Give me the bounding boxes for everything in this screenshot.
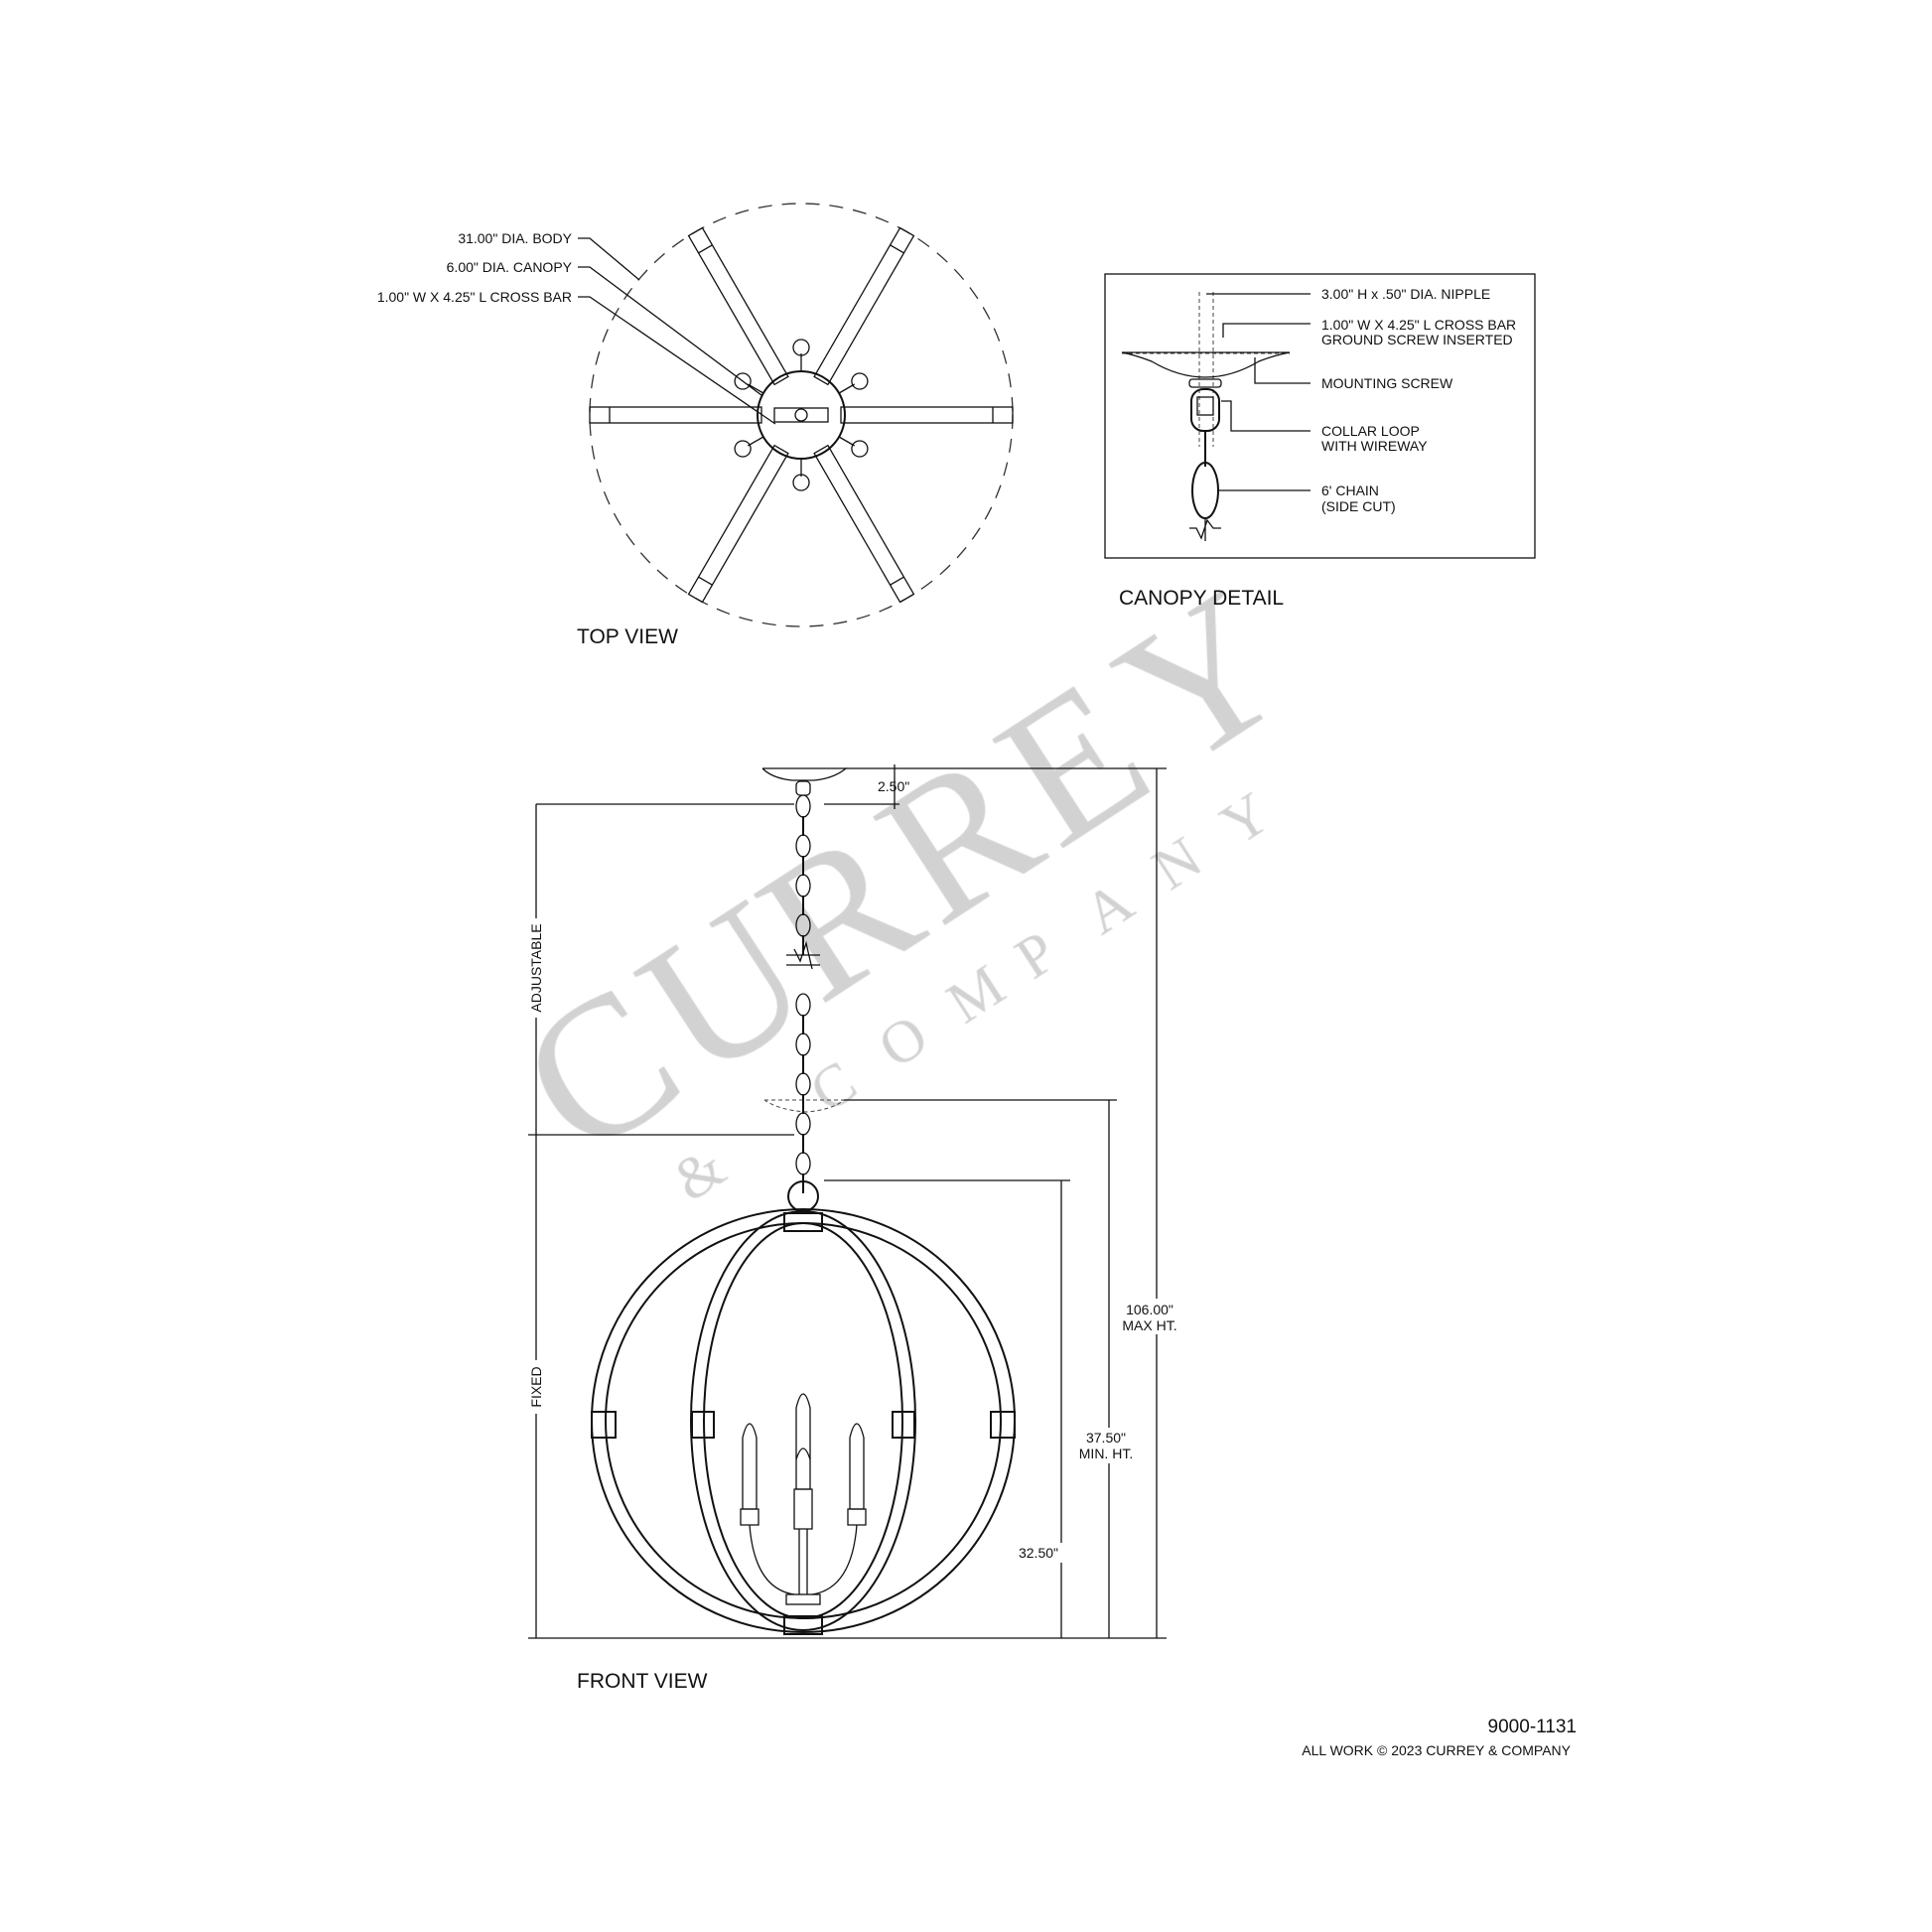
knob bbox=[851, 372, 869, 390]
dim-label-bg bbox=[1033, 1543, 1086, 1563]
canopy-detail: 3.00" H x .50" DIA. NIPPLE 1.00" W X 4.2… bbox=[1104, 273, 1536, 610]
body-outline bbox=[589, 203, 1014, 627]
knob bbox=[734, 440, 752, 458]
chain-link bbox=[795, 794, 811, 818]
min-height-ghost-canopy bbox=[763, 1099, 846, 1113]
copyright: ALL WORK © 2023 CURREY & COMPANY bbox=[1302, 1742, 1571, 1758]
outer-ring-inner-edge bbox=[605, 1222, 1002, 1619]
dim-body-height: 32.50" bbox=[1019, 1545, 1058, 1561]
dim-label-bg bbox=[1120, 1299, 1183, 1334]
arm bbox=[589, 406, 762, 424]
chain-link bbox=[795, 1033, 811, 1056]
dim-adjustable: ADJUSTABLE bbox=[528, 923, 544, 1012]
detail-leaders bbox=[1206, 293, 1311, 491]
chain-break-symbol bbox=[786, 940, 820, 970]
knob bbox=[792, 474, 810, 491]
label-collar-loop: COLLAR LOOP bbox=[1321, 423, 1420, 439]
dim-label-bg bbox=[526, 1360, 546, 1414]
label-side-cut: (SIDE CUT) bbox=[1321, 498, 1396, 514]
knob bbox=[734, 372, 752, 390]
label-cross-bar: 1.00" W X 4.25" L CROSS BAR bbox=[377, 289, 572, 305]
arm bbox=[813, 444, 915, 604]
arm bbox=[840, 406, 1014, 424]
dim-max-height-label: MAX HT. bbox=[1122, 1317, 1176, 1333]
inner-ring-inner-edge bbox=[703, 1222, 903, 1619]
chain-oval bbox=[1191, 462, 1219, 519]
leader-canopy bbox=[578, 266, 762, 396]
dim-min-height: 37.50" bbox=[1086, 1430, 1126, 1446]
collar-wireway bbox=[1196, 396, 1214, 416]
knob bbox=[851, 440, 869, 458]
chain-link bbox=[795, 1112, 811, 1136]
top-view-title: TOP VIEW bbox=[577, 625, 678, 648]
chain-link bbox=[795, 993, 811, 1017]
detail-labels: 3.00" H x .50" DIA. NIPPLE 1.00" W X 4.2… bbox=[1321, 286, 1516, 514]
label-body-dia: 31.00" DIA. BODY bbox=[458, 230, 572, 246]
label-nipple: 3.00" H x .50" DIA. NIPPLE bbox=[1321, 286, 1490, 302]
chain-link bbox=[795, 1152, 811, 1175]
socket-knobs bbox=[734, 339, 869, 491]
canopy-circle bbox=[757, 370, 846, 460]
chain-link bbox=[795, 913, 811, 937]
chain bbox=[795, 794, 811, 1193]
chain-link bbox=[795, 1072, 811, 1096]
canopy-nut bbox=[1188, 378, 1222, 388]
dim-fixed: FIXED bbox=[528, 1366, 544, 1407]
outer-ring bbox=[591, 1208, 1016, 1633]
leader-body bbox=[578, 237, 640, 281]
collar-loop bbox=[1190, 388, 1220, 432]
cross-bar bbox=[773, 407, 829, 423]
dim-label-bg bbox=[1074, 1428, 1138, 1463]
front-view-title: FRONT VIEW bbox=[577, 1670, 708, 1693]
canopy-detail-title: CANOPY DETAIL bbox=[1119, 587, 1284, 610]
leader-cross-bar bbox=[578, 296, 776, 425]
collars bbox=[591, 1212, 1016, 1635]
dim-canopy-height: 2.50" bbox=[878, 778, 909, 794]
center-nipple bbox=[794, 408, 808, 422]
collar bbox=[795, 780, 811, 796]
chain-link bbox=[795, 874, 811, 897]
dim-min-height-label: MIN. HT. bbox=[1079, 1446, 1133, 1461]
canopy-dish bbox=[1121, 351, 1291, 378]
label-wireway: WITH WIREWAY bbox=[1321, 438, 1428, 454]
top-view: 31.00" DIA. BODY 6.00" DIA. CANOPY 1.00"… bbox=[377, 203, 1014, 648]
dim-max-height: 106.00" bbox=[1126, 1302, 1173, 1317]
dimension-lines bbox=[528, 764, 1167, 1639]
front-view: 2.50" 106.00" MAX HT. 37.50" MIN. HT. 32… bbox=[526, 764, 1183, 1693]
knob bbox=[792, 339, 810, 356]
label-canopy-dia: 6.00" DIA. CANOPY bbox=[447, 259, 573, 275]
arm bbox=[687, 226, 789, 386]
nipple-hidden-lines bbox=[1122, 292, 1290, 447]
label-ground-screw: GROUND SCREW INSERTED bbox=[1321, 332, 1513, 347]
break-symbol bbox=[1189, 518, 1221, 541]
arms bbox=[589, 226, 1014, 604]
inner-ring bbox=[690, 1210, 916, 1631]
canopy bbox=[761, 767, 848, 781]
label-mounting-screw: MOUNTING SCREW bbox=[1321, 375, 1453, 391]
candles bbox=[740, 1393, 867, 1605]
arm bbox=[687, 444, 789, 604]
label-chain: 6' CHAIN bbox=[1321, 483, 1379, 498]
arm bbox=[813, 226, 915, 386]
detail-frame bbox=[1104, 273, 1536, 559]
model-number: 9000-1131 bbox=[1488, 1717, 1577, 1737]
dim-label-bg bbox=[526, 918, 546, 1018]
label-cross-bar: 1.00" W X 4.25" L CROSS BAR bbox=[1321, 317, 1516, 333]
chain-link bbox=[795, 834, 811, 858]
